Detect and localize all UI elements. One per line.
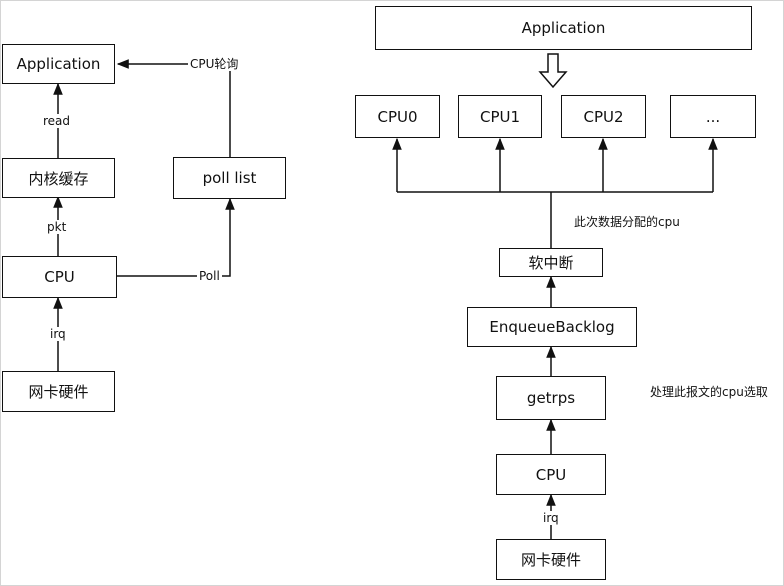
cpu-box-right-label: CPU bbox=[535, 465, 567, 484]
enqueue-backlog-box: EnqueueBacklog bbox=[467, 307, 637, 347]
cpu-more-box: ... bbox=[670, 95, 756, 138]
edge-cpu-poll bbox=[116, 59, 231, 157]
edge-label-read: read bbox=[41, 114, 73, 128]
cpu2-label: CPU2 bbox=[583, 107, 624, 126]
cpu-box-left-label: CPU bbox=[44, 268, 75, 286]
cpu-box-left: CPU bbox=[2, 256, 117, 298]
enqueue-backlog-label: EnqueueBacklog bbox=[489, 318, 615, 336]
nic-box-left-label: 网卡硬件 bbox=[28, 383, 89, 401]
app-box-left: Application bbox=[2, 44, 115, 84]
kernel-cache-label: 内核缓存 bbox=[28, 169, 89, 188]
cpu-box-right: CPU bbox=[496, 454, 606, 495]
edge-label-cpu-poll: CPU轮询 bbox=[188, 57, 241, 71]
app-box-right-label: Application bbox=[521, 19, 606, 37]
nic-box-left: 网卡硬件 bbox=[2, 371, 115, 412]
softirq-box: 软中断 bbox=[499, 248, 603, 277]
getrps-box: getrps bbox=[496, 376, 606, 420]
edge-label-pkt: pkt bbox=[45, 220, 69, 234]
cpu1-box: CPU1 bbox=[458, 95, 542, 138]
edge-label-irq-right: irq bbox=[541, 511, 561, 525]
cpu0-label: CPU0 bbox=[377, 107, 418, 126]
note-cpu-selection: 处理此报文的cpu选取 bbox=[650, 385, 768, 399]
kernel-cache-box: 内核缓存 bbox=[2, 158, 115, 198]
nic-box-right-label: 网卡硬件 bbox=[520, 551, 581, 569]
cpu0-box: CPU0 bbox=[355, 95, 440, 138]
softirq-label: 软中断 bbox=[528, 254, 574, 272]
note-assigned-cpu: 此次数据分配的cpu bbox=[574, 215, 680, 229]
cpu1-label: CPU1 bbox=[479, 107, 521, 126]
cpu2-box: CPU2 bbox=[561, 95, 646, 138]
poll-list-box: poll list bbox=[173, 157, 286, 199]
app-box-left-label: Application bbox=[16, 55, 101, 73]
getrps-label: getrps bbox=[526, 389, 576, 407]
edge-label-poll: Poll bbox=[197, 269, 222, 283]
edge-label-irq-left: irq bbox=[48, 327, 68, 341]
poll-list-label: poll list bbox=[202, 169, 257, 187]
nic-box-right: 网卡硬件 bbox=[496, 539, 606, 580]
edge-poll bbox=[117, 197, 235, 277]
app-box-right: Application bbox=[375, 6, 752, 50]
cpu-more-label: ... bbox=[705, 107, 721, 126]
hollow-down-arrow-icon bbox=[538, 53, 568, 89]
